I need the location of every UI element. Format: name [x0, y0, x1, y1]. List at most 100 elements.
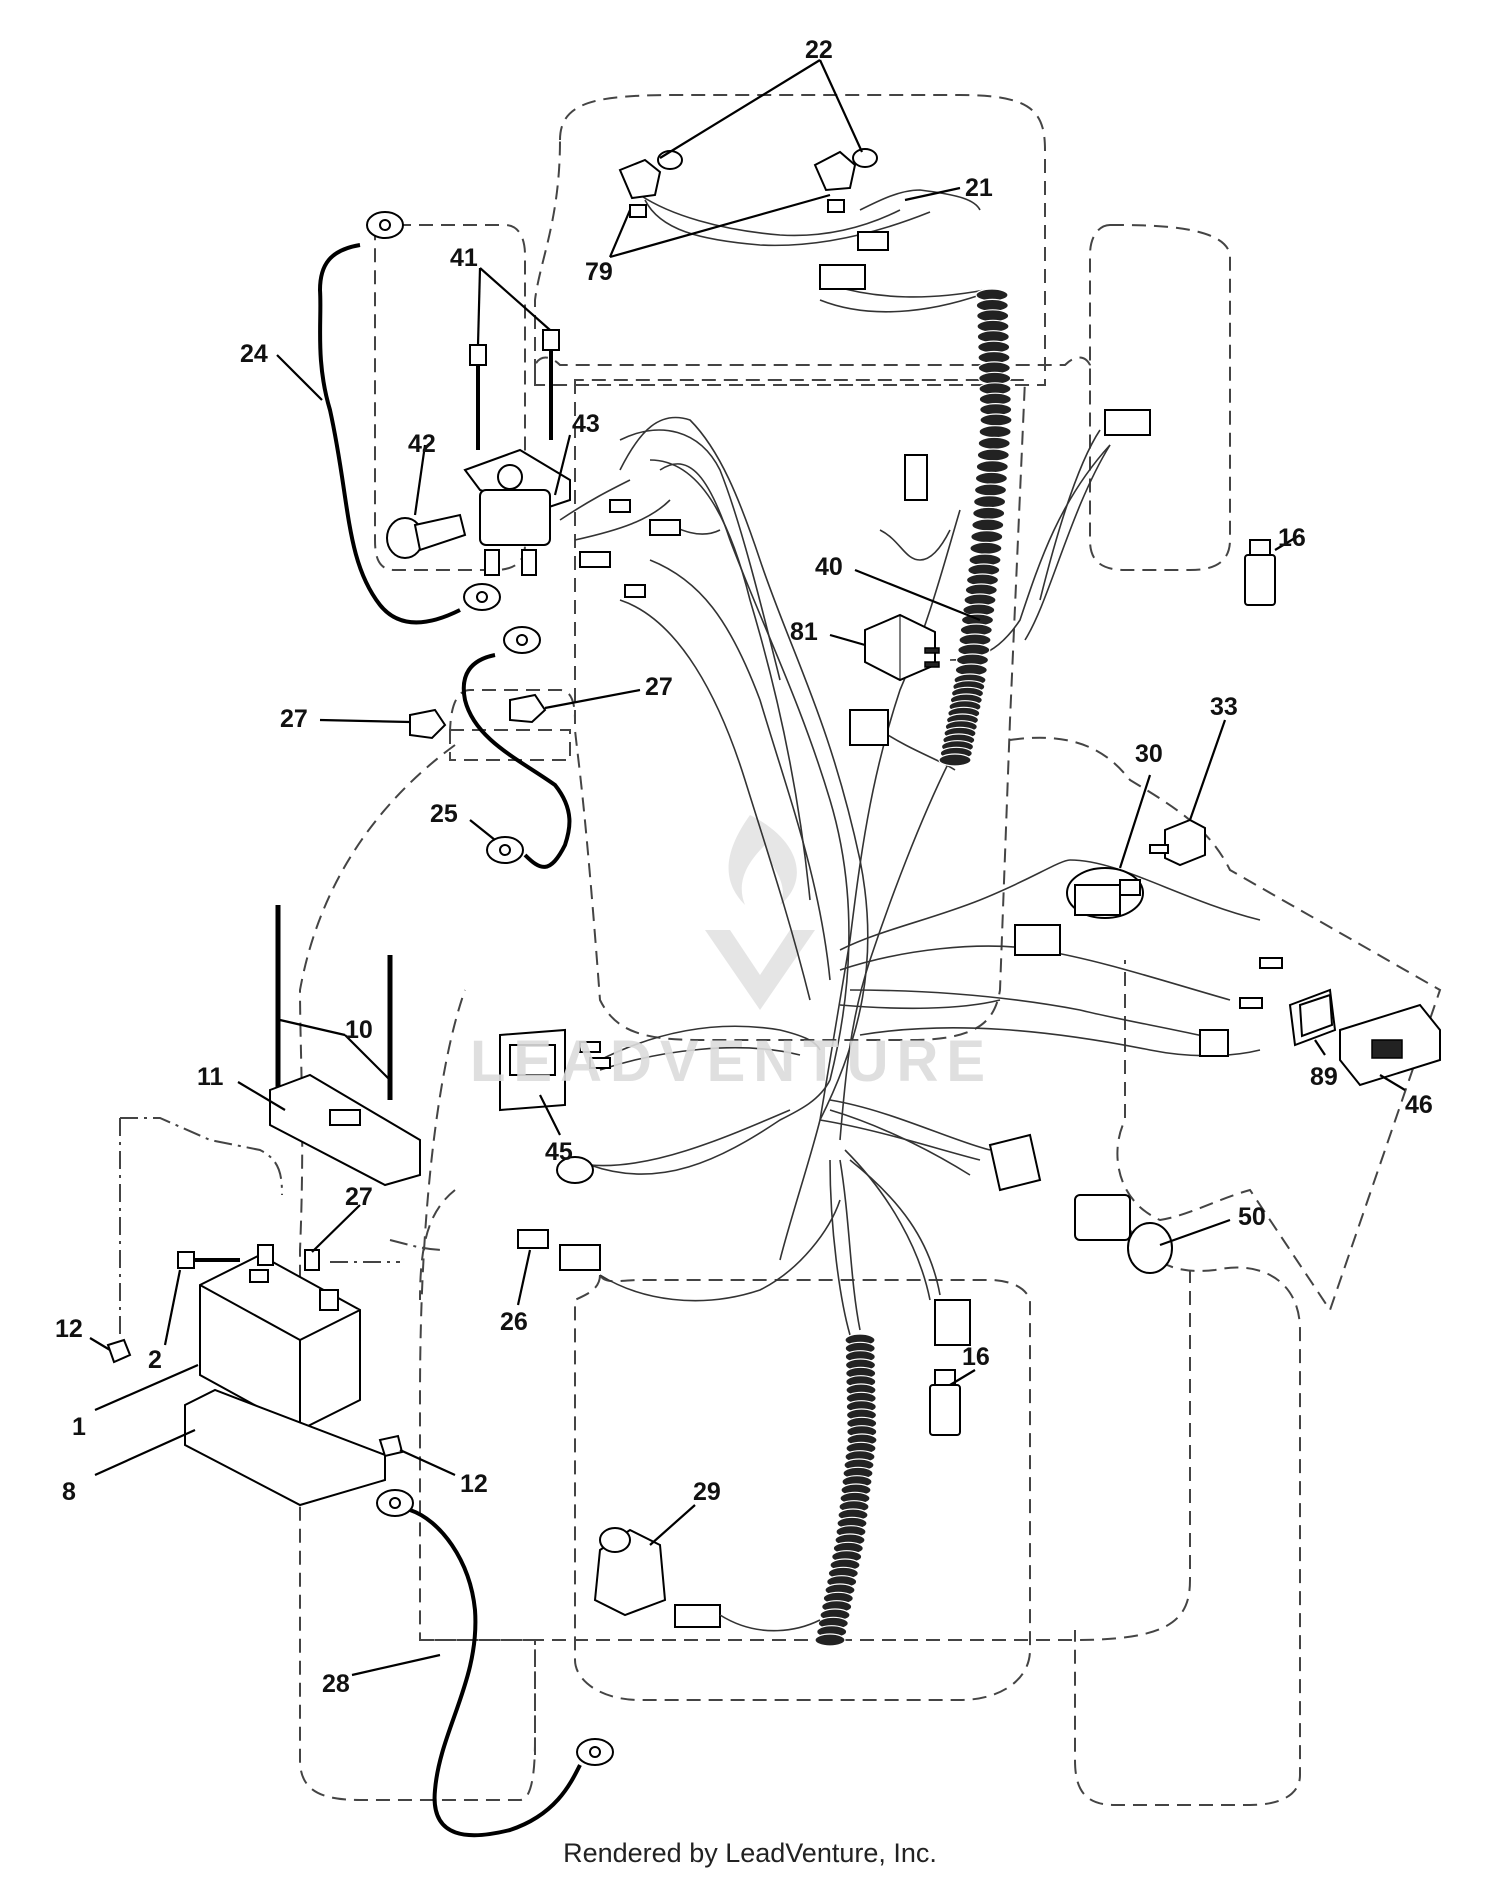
interlock-switch-upper: [1244, 539, 1276, 606]
relay-socket: [849, 709, 889, 746]
coil-loop: [976, 448, 1010, 462]
coil-loop: [970, 530, 1004, 544]
harness-21-connector: [857, 231, 889, 251]
headlight-left: [618, 150, 683, 200]
coil-loop: [977, 436, 1011, 450]
callout-11: 11: [197, 1063, 224, 1091]
callout-24: 24: [240, 340, 268, 368]
terminal-right-2: [1239, 997, 1263, 1009]
lamp-socket-left: [629, 204, 647, 218]
footer-credit: Rendered by LeadVenture, Inc.: [563, 1838, 937, 1868]
starter-solenoid: [463, 448, 571, 576]
callout-28: 28: [322, 1670, 350, 1698]
callout-29: 29: [693, 1478, 721, 1506]
leader-lines: [89, 59, 1406, 1677]
callout-42: 42: [408, 430, 436, 458]
callout-8: 8: [62, 1478, 76, 1506]
nut-12-left: [106, 1338, 132, 1364]
coiled-harness-lower: [814, 1333, 878, 1647]
ignition-key: [1149, 818, 1206, 867]
pto-switch: [1074, 1194, 1173, 1274]
indicator-panel: [499, 1028, 566, 1112]
callout-22: 22: [805, 36, 833, 64]
wire-harness: [559, 189, 1261, 1336]
fuse: [517, 1229, 549, 1249]
callout-16-upper: 16: [1278, 524, 1306, 552]
hour-meter-bezel: [1288, 988, 1337, 1047]
callout-27-right: 27: [645, 673, 673, 701]
coil-loop: [975, 460, 1009, 474]
coil-loop: [814, 1633, 846, 1647]
callout-10: 10: [345, 1016, 373, 1044]
relay: [864, 613, 940, 682]
harness-plug-top: [819, 264, 866, 290]
spade-terminal-2: [624, 584, 646, 598]
callout-41: 41: [450, 244, 478, 272]
callout-26: 26: [500, 1308, 528, 1336]
bullet-connector-1: [649, 519, 681, 536]
coil-loop: [938, 753, 972, 767]
bolt-41-right: [542, 329, 560, 440]
terminal-left-2: [589, 1057, 611, 1069]
seat-switch: [593, 1527, 667, 1617]
coil-loop: [974, 471, 1009, 485]
headlight-right: [813, 148, 878, 192]
callout-12-left: 12: [55, 1315, 83, 1343]
nut-27-left: [409, 708, 447, 740]
callout-79: 79: [585, 258, 613, 286]
terminal-right-1: [1259, 957, 1283, 969]
callout-2: 2: [148, 1346, 162, 1374]
bolt-41-left: [469, 344, 487, 450]
bullet-connector-2: [579, 551, 611, 568]
callout-81: 81: [790, 618, 818, 646]
callout-16-lower: 16: [962, 1343, 990, 1371]
coil-loop: [979, 413, 1013, 427]
battery-hold-down-bracket: [269, 1073, 421, 1187]
interlock-switch-lower: [929, 1369, 961, 1436]
battery-cables: [317, 211, 614, 1838]
connector-upper-mid: [904, 454, 928, 501]
terminal-clamp: [257, 1244, 274, 1266]
watermark-text: LEADVENTURE: [470, 1029, 994, 1094]
watermark-logo: [705, 815, 815, 1010]
battery: [199, 1253, 361, 1432]
connector-upper-right: [1104, 409, 1151, 436]
callout-50: 50: [1238, 1203, 1266, 1231]
spade-terminal-1: [609, 499, 631, 513]
terminal-boot: [386, 513, 467, 559]
ground-ring-terminal: [556, 1156, 594, 1184]
nut-27-right: [509, 693, 547, 724]
terminal-left-1: [579, 1041, 601, 1053]
hour-meter: [1339, 1003, 1441, 1087]
callout-27-battery: 27: [345, 1183, 373, 1211]
tractor-outline: [119, 94, 1442, 1806]
coil-loop: [971, 518, 1005, 532]
seat-switch-plug: [934, 1299, 971, 1346]
multi-pin-connector: [988, 1133, 1042, 1192]
callout-30: 30: [1135, 740, 1163, 768]
lamp-socket-right: [827, 199, 845, 213]
callout-27-left: 27: [280, 705, 308, 733]
connector-right-3: [1199, 1029, 1229, 1057]
callout-12-right: 12: [460, 1470, 488, 1498]
coil-loop: [972, 495, 1007, 509]
terminal-bolt: [177, 1251, 240, 1269]
coiled-harness-upper: [938, 288, 1013, 767]
callout-40: 40: [815, 553, 843, 581]
callout-21: 21: [965, 174, 993, 202]
coil-loop: [972, 506, 1006, 520]
callout-33: 33: [1210, 693, 1238, 721]
nut-12-right: [378, 1434, 404, 1458]
coil-loop: [973, 483, 1008, 497]
callout-1: 1: [72, 1413, 86, 1441]
battery-tray: [184, 1388, 386, 1507]
switch-connector: [1014, 924, 1061, 956]
callout-46: 46: [1405, 1091, 1433, 1119]
coil-loop: [978, 425, 1012, 439]
seat-switch-connector: [674, 1604, 721, 1628]
fuse-holder: [559, 1244, 601, 1271]
ignition-switch: [1066, 867, 1144, 919]
callout-89: 89: [1310, 1063, 1338, 1091]
callout-45: 45: [545, 1138, 573, 1166]
